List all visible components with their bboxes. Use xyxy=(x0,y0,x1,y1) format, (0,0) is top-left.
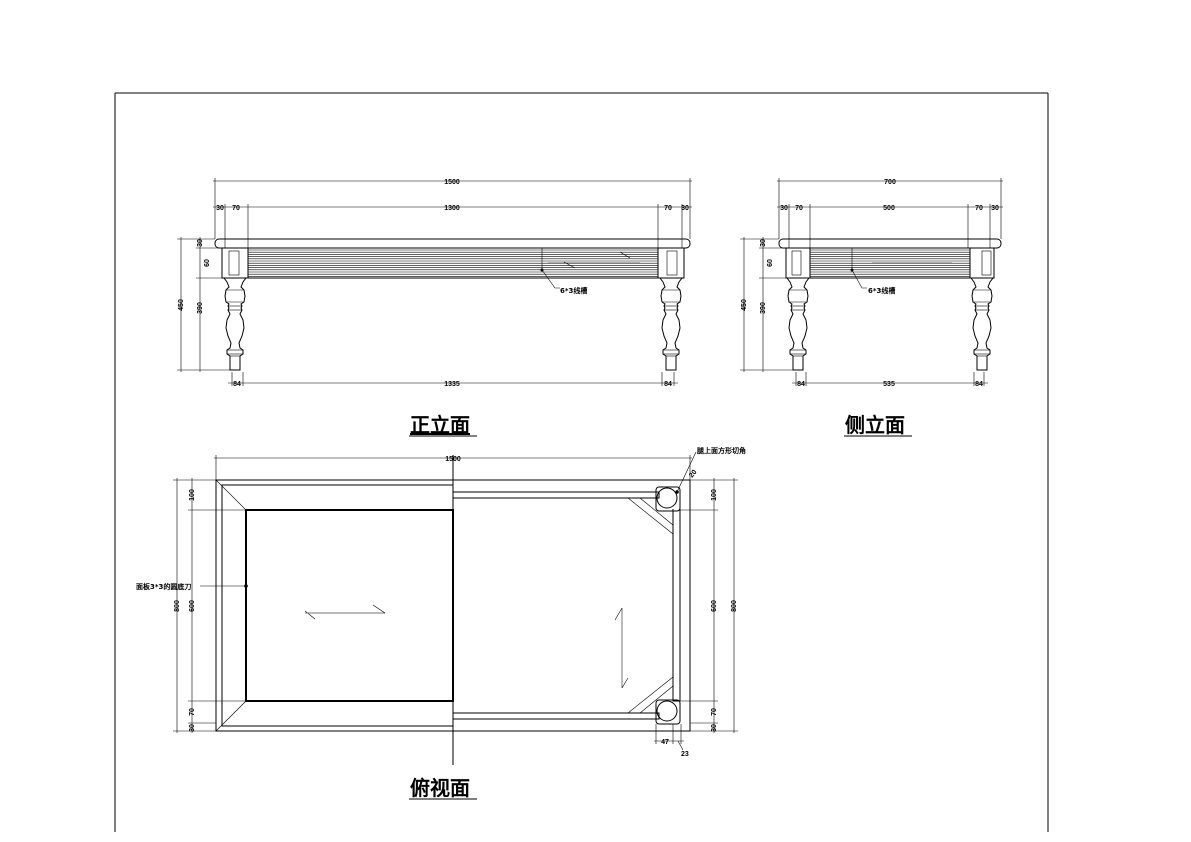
front-leg-block-left xyxy=(221,247,249,279)
front-dim-2: 70 xyxy=(232,205,240,212)
side-leg-block-left xyxy=(785,247,811,279)
top-view: 面板3*3的圆底刀 腿上面方形切角 20 1500 800 100 600 70… xyxy=(136,446,746,765)
front-dim-5: 30 xyxy=(681,205,689,212)
top-right-dim-4: 30 xyxy=(711,724,718,732)
side-bottom-dim-2: 535 xyxy=(883,381,895,388)
leg-dim-23: 23 xyxy=(681,751,689,758)
side-dim-2: 70 xyxy=(795,205,803,212)
front-bottom-dim-1: 84 xyxy=(233,381,241,388)
front-dimension-lines xyxy=(177,178,692,386)
top-dim-width: 1500 xyxy=(445,456,461,463)
front-apron xyxy=(248,249,658,279)
side-elevation-title: 侧立面 xyxy=(845,413,905,437)
front-dim-3: 1300 xyxy=(444,205,460,212)
front-height-2: 60 xyxy=(204,259,211,267)
side-bottom-dim-1: 84 xyxy=(797,381,805,388)
top-right-dim-1: 100 xyxy=(711,489,718,501)
side-height-2: 60 xyxy=(767,259,774,267)
top-dimension-lines xyxy=(173,455,738,751)
side-height-total: 450 xyxy=(741,299,748,311)
side-dim-5: 30 xyxy=(991,205,999,212)
top-left-dim-3: 70 xyxy=(189,708,196,716)
leg-corner-note: 腿上面方形切角 xyxy=(696,446,746,455)
leg-top-lower xyxy=(656,700,678,722)
front-elevation-title: 正立面 xyxy=(410,413,470,437)
side-tabletop xyxy=(778,238,1002,249)
carving-left xyxy=(228,250,240,276)
top-panel xyxy=(245,509,454,702)
front-dim-overall: 1500 xyxy=(444,179,460,186)
side-bottom-dim-3: 84 xyxy=(975,381,983,388)
top-left-dim-4: 30 xyxy=(189,724,196,732)
top-right-dim-3: 70 xyxy=(711,708,718,716)
leg-top-upper xyxy=(656,487,678,509)
panel-edge-note: 面板3*3的圆底刀 xyxy=(136,582,191,591)
top-dim-depth-left: 800 xyxy=(174,600,181,612)
side-dim-4: 70 xyxy=(975,205,983,212)
side-dim-overall: 700 xyxy=(884,179,896,186)
side-height-1: 30 xyxy=(760,239,767,247)
front-dim-1: 30 xyxy=(216,205,224,212)
turned-leg xyxy=(659,277,683,371)
top-left-dim-1: 100 xyxy=(189,489,196,501)
front-legs xyxy=(223,277,683,371)
carving-right xyxy=(666,250,678,276)
side-dimension-lines xyxy=(740,178,1003,386)
side-dim-1: 30 xyxy=(780,205,788,212)
top-right-dim-2: 600 xyxy=(711,600,718,612)
side-apron xyxy=(810,249,970,279)
side-dim-3: 500 xyxy=(883,205,895,212)
front-leg-block-right xyxy=(657,247,685,279)
side-groove-note: 6*3线槽 xyxy=(868,286,895,295)
front-height-1: 30 xyxy=(197,239,204,247)
side-elevation: 6*3线槽 700 30 70 500 70 30 84 535 84 450 … xyxy=(740,178,1003,388)
top-left-dim-2: 600 xyxy=(189,600,196,612)
top-dim-depth-right: 800 xyxy=(731,600,738,612)
front-dim-4: 70 xyxy=(664,205,672,212)
top-view-title: 俯视面 xyxy=(410,776,470,800)
front-height-total: 450 xyxy=(178,299,185,311)
front-tabletop xyxy=(214,238,691,249)
corner-dim: 20 xyxy=(688,469,698,480)
front-bottom-dim-2: 1335 xyxy=(444,381,460,388)
sheet-frame xyxy=(114,92,1049,832)
side-leg-block-right xyxy=(969,247,995,279)
turned-leg xyxy=(786,277,810,371)
leg-dim-47: 47 xyxy=(661,739,669,746)
front-height-3: 390 xyxy=(197,302,204,314)
side-legs xyxy=(786,277,994,371)
turned-leg xyxy=(223,277,247,371)
front-bottom-dim-3: 84 xyxy=(664,381,672,388)
front-elevation: 6*3线槽 1500 30 70 1300 70 30 84 1335 84 4… xyxy=(177,178,692,388)
front-groove-note: 6*3线槽 xyxy=(560,286,587,295)
turned-leg xyxy=(970,277,994,371)
side-height-3: 390 xyxy=(760,302,767,314)
